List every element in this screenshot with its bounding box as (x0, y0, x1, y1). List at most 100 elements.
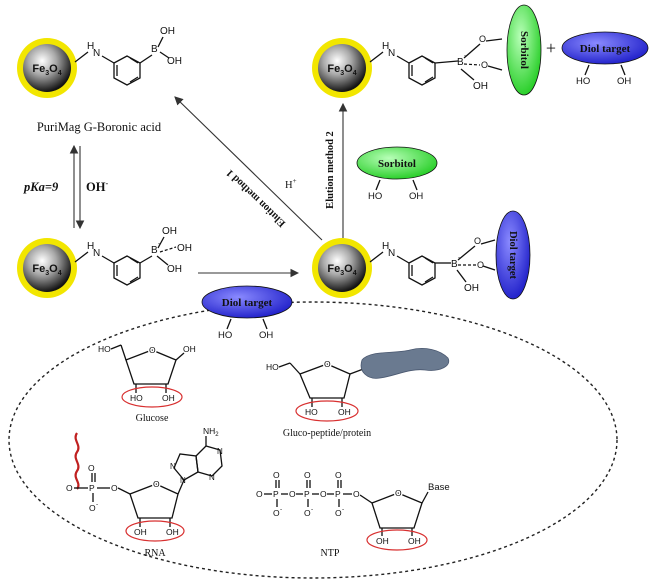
svg-text:N: N (217, 447, 223, 456)
svg-text:O: O (304, 508, 311, 518)
svg-text:O: O (153, 479, 160, 489)
elution-2-label: Elution method 2 (325, 131, 336, 209)
svg-text:-: - (96, 501, 98, 508)
svg-text:O: O (289, 489, 296, 499)
svg-text:P: P (89, 483, 95, 493)
svg-text:-: - (311, 506, 313, 513)
svg-text:B: B (457, 57, 464, 68)
svg-text:Sorbitol: Sorbitol (378, 158, 416, 170)
svg-text:O: O (153, 479, 160, 489)
examples-region (8, 301, 618, 579)
svg-text:O: O (395, 488, 402, 498)
svg-text:OH: OH (177, 243, 192, 254)
svg-text:OH: OH (338, 407, 351, 417)
svg-text:Base: Base (428, 482, 450, 493)
svg-text:Fe3O4: Fe3O4 (327, 263, 356, 277)
svg-text:NH2: NH2 (203, 426, 219, 438)
svg-text:O: O (335, 470, 342, 480)
oh-minus-label: OH- (86, 179, 108, 194)
atom-oh: OH (167, 56, 182, 67)
glucose-label: Glucose (136, 413, 169, 424)
sorbitol-badge-vertical: Sorbitol (506, 4, 542, 96)
equilibrium-arrows (69, 144, 85, 230)
product-name: PuriMag G-Boronic acid (37, 120, 162, 134)
svg-text:OH: OH (259, 330, 273, 341)
svg-text:Diol target: Diol target (222, 297, 273, 309)
glucose-structure: HO O O OH HO OH (98, 344, 196, 408)
svg-text:P: P (335, 489, 341, 499)
svg-text:O: O (324, 359, 331, 369)
svg-text:O: O (395, 488, 402, 498)
svg-text:OH: OH (409, 191, 423, 202)
sorbitol-molecule: Sorbitol HO OH (356, 146, 438, 202)
ntp-structure: O P O O - O P O O - O P O O - O O O Ba (256, 470, 450, 551)
svg-text:O: O (111, 483, 118, 493)
svg-text:N: N (180, 476, 186, 485)
particle-mid-left: Fe3O4 (17, 238, 77, 298)
particle-top-left: Fe3O4 (17, 38, 77, 98)
svg-text:OH: OH (166, 527, 179, 537)
svg-text:N: N (388, 248, 395, 259)
diol-target-free: Diol target HO OH (561, 31, 649, 87)
svg-text:B: B (151, 245, 158, 256)
svg-text:N: N (170, 462, 176, 471)
atom-h: H (87, 41, 94, 52)
particle-mid-center: Fe3O4 (312, 238, 372, 298)
svg-text:O: O (256, 489, 263, 499)
svg-text:O: O (66, 483, 73, 493)
atom-n: N (93, 48, 100, 59)
svg-text:Fe3O4: Fe3O4 (32, 263, 61, 277)
atom-oh: OH (160, 26, 175, 37)
glucopeptide-structure: HO O O HO OH (266, 348, 450, 422)
svg-text:-: - (342, 506, 344, 513)
svg-text:P: P (273, 489, 279, 499)
svg-text:HO: HO (305, 407, 318, 417)
svg-text:O: O (474, 236, 481, 246)
rna-label: RNA (144, 548, 166, 559)
svg-text:OH: OH (464, 283, 479, 294)
svg-text:OH: OH (473, 81, 488, 92)
particle-top-right: Fe3O4 (312, 38, 372, 98)
glucopeptide-label: Gluco-peptide/protein (283, 428, 371, 439)
svg-text:O: O (149, 345, 156, 355)
linker-top-left: H N B OH OH (74, 26, 182, 86)
svg-text:Sorbitol: Sorbitol (518, 31, 530, 69)
svg-text:Fe3O4: Fe3O4 (32, 63, 61, 77)
svg-text:N: N (388, 48, 395, 59)
svg-text:OH: OH (134, 527, 147, 537)
svg-text:O: O (479, 34, 486, 44)
svg-text:O: O (273, 508, 280, 518)
svg-text:HO: HO (218, 330, 232, 341)
svg-text:-: - (280, 506, 282, 513)
atom-b: B (151, 44, 158, 55)
svg-text:N: N (209, 473, 215, 482)
svg-text:OH: OH (162, 226, 177, 237)
svg-text:O: O (304, 470, 311, 480)
svg-text:H: H (382, 241, 389, 252)
ntp-label: NTP (321, 548, 340, 559)
rna-structure: O P O O - O O O N N N N NH2 OH OH (66, 426, 223, 542)
svg-text:OH: OH (408, 536, 421, 546)
svg-text:O: O (353, 489, 360, 499)
svg-text:O: O (273, 470, 280, 480)
svg-text:OH: OH (167, 264, 182, 275)
svg-text:O: O (149, 345, 156, 355)
svg-text:HO: HO (576, 76, 590, 87)
svg-text:B: B (451, 259, 458, 270)
svg-text:O: O (89, 503, 96, 513)
svg-text:O: O (88, 463, 95, 473)
svg-text:O: O (335, 508, 342, 518)
svg-text:HO: HO (130, 393, 143, 403)
svg-text:Fe3O4: Fe3O4 (327, 63, 356, 77)
diol-target-badge: Diol target (495, 210, 531, 300)
diol-target-example: Diol target HO OH (201, 285, 293, 341)
svg-text:H: H (382, 41, 389, 52)
pka-label: pKa=9 (23, 180, 59, 194)
svg-text:O: O (477, 260, 484, 270)
svg-text:OH: OH (617, 76, 631, 87)
plus-sign: + (546, 38, 556, 58)
svg-text:OH: OH (376, 536, 389, 546)
svg-text:H: H (87, 241, 94, 252)
svg-text:OH: OH (162, 393, 175, 403)
